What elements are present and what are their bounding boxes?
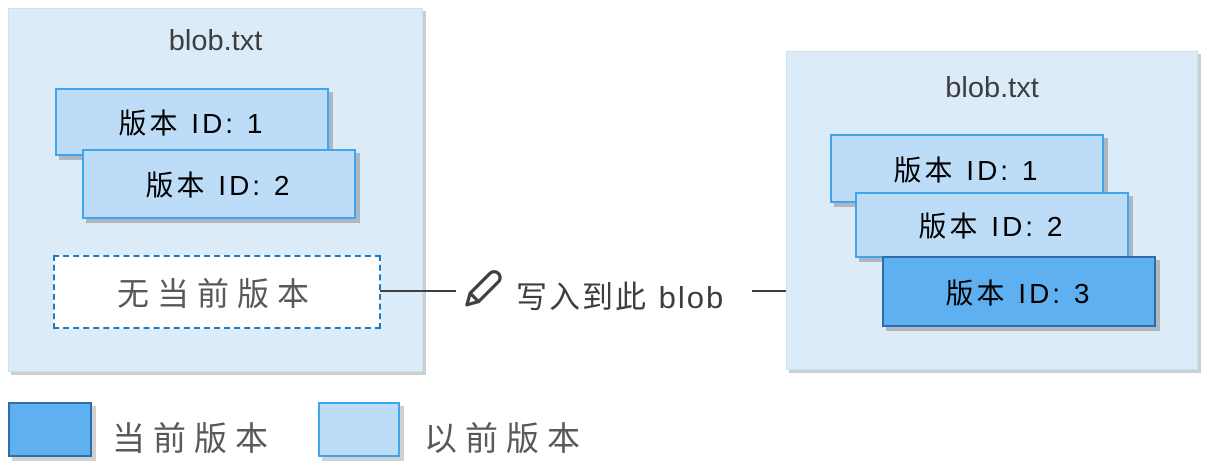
legend-previous-version-label: 以前版本 <box>424 420 588 457</box>
no-current-version-label: 无当前版本 <box>116 276 317 312</box>
left-version-2-label: 版本 ID: 2 <box>145 170 293 201</box>
right-version-2-box: 版本 ID: 2 <box>855 192 1129 258</box>
no-current-version-box: 无当前版本 <box>53 255 381 329</box>
right-version-1-label: 版本 ID: 1 <box>893 154 1041 186</box>
right-blob-container: blob.txt 版本 ID: 1 版本 ID: 2 版本 ID: 3 <box>786 51 1198 370</box>
left-blob-title: blob.txt <box>168 25 263 57</box>
left-version-1-label: 版本 ID: 1 <box>118 108 266 139</box>
right-version-1-box: 版本 ID: 1 <box>830 134 1104 203</box>
left-version-2-box: 版本 ID: 2 <box>82 149 356 219</box>
pencil-icon <box>465 270 502 307</box>
connector-line-left <box>380 290 456 292</box>
right-version-2-label: 版本 ID: 2 <box>918 211 1066 242</box>
legend-current-version-swatch <box>8 402 92 457</box>
right-version-3-current-box: 版本 ID: 3 <box>882 256 1156 327</box>
left-blob-container: blob.txt 版本 ID: 1 版本 ID: 2 无当前版本 <box>8 8 423 372</box>
write-action-label: 写入到此 blob <box>516 280 726 315</box>
legend-previous-version-swatch <box>318 402 400 457</box>
legend-current-version-label: 当前版本 <box>112 420 276 457</box>
right-blob-title: blob.txt <box>945 72 1039 104</box>
left-version-1-box: 版本 ID: 1 <box>55 88 329 156</box>
right-version-3-label: 版本 ID: 3 <box>945 277 1093 309</box>
